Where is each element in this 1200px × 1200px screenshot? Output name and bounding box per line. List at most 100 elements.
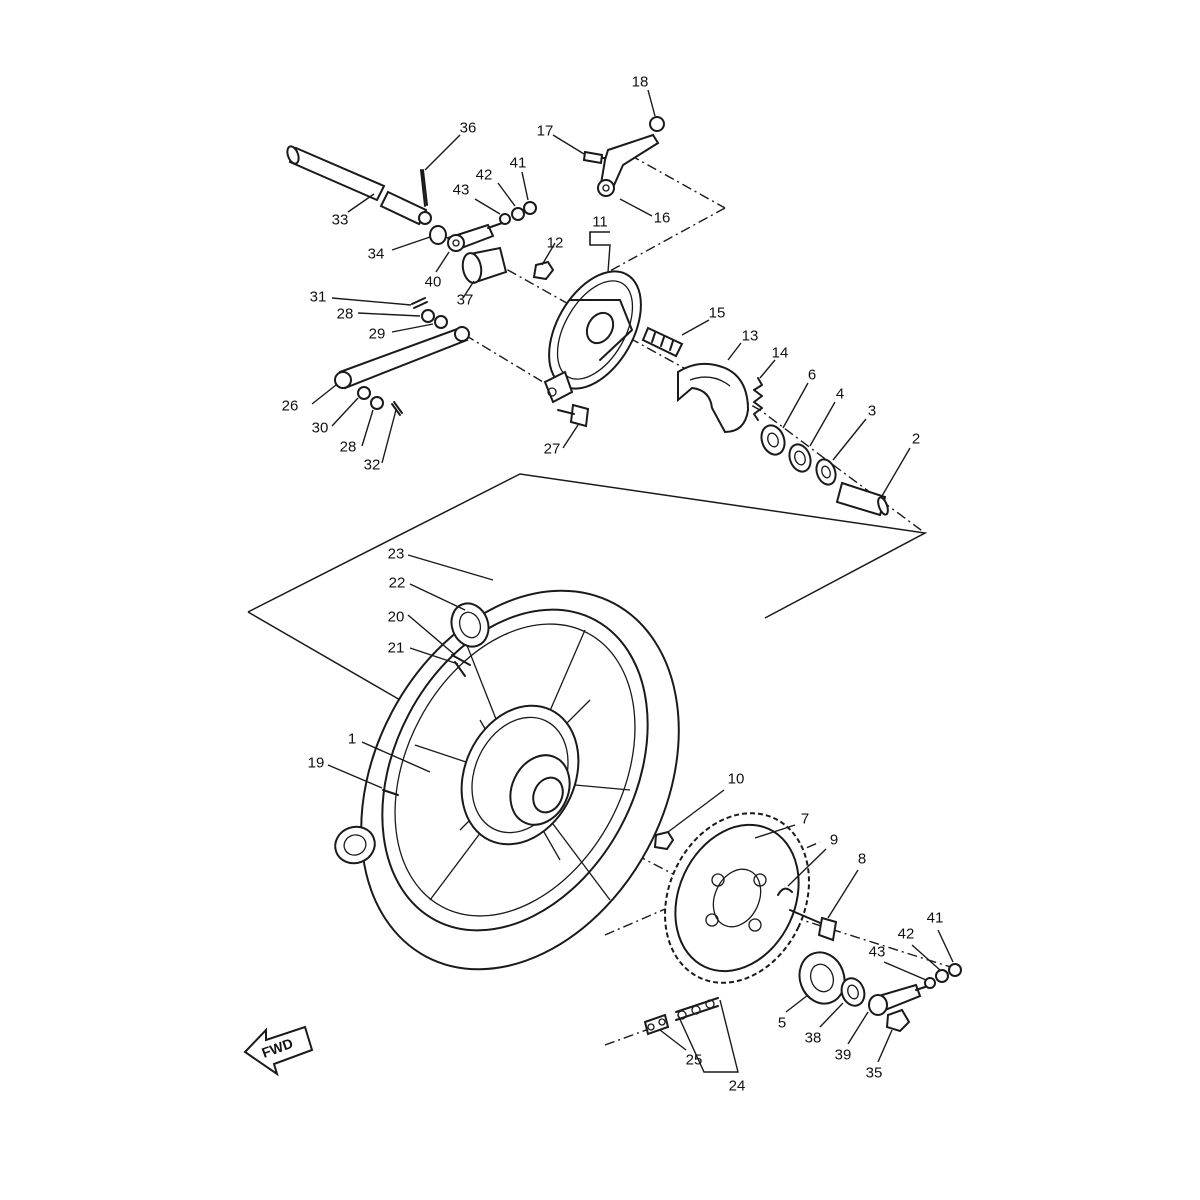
callout-4: 4 xyxy=(836,386,844,403)
callout-10: 10 xyxy=(728,771,745,788)
rim xyxy=(381,608,649,932)
brake-assembly-frame xyxy=(247,473,928,619)
brake-cam-15 xyxy=(641,326,684,358)
callout-13: 13 xyxy=(742,328,759,345)
bearing-6 xyxy=(760,424,786,456)
callout-41-lower: 41 xyxy=(927,910,944,927)
nut-28-upper xyxy=(421,309,435,323)
washer-30 xyxy=(357,386,371,400)
callout-9: 9 xyxy=(830,832,838,849)
chain-puller-40 xyxy=(446,223,495,252)
valve-21 xyxy=(454,661,466,677)
nut-10 xyxy=(653,830,675,851)
callout-26: 26 xyxy=(282,398,299,415)
nut-41 xyxy=(523,201,537,215)
spoke-nipple-19 xyxy=(382,789,399,796)
bolt-8 xyxy=(789,909,838,942)
master-link-25 xyxy=(643,1013,670,1036)
callout-34: 34 xyxy=(368,246,385,263)
nut-41b xyxy=(948,963,962,977)
bearing-4 xyxy=(788,443,812,473)
callout-36: 36 xyxy=(460,120,477,137)
cotter-pin-31 xyxy=(411,297,428,309)
sprocket-7 xyxy=(664,812,810,984)
callout-11: 11 xyxy=(592,214,608,231)
callout-2: 2 xyxy=(912,431,920,448)
rear-axle xyxy=(286,145,432,226)
callout-39: 39 xyxy=(835,1047,852,1064)
callout-27: 27 xyxy=(544,441,561,458)
callout-18: 18 xyxy=(632,74,649,91)
rim-band-20 xyxy=(451,654,471,666)
brake-shoe-13 xyxy=(677,362,750,434)
callout-43-upper: 43 xyxy=(453,182,470,199)
callout-43-lower: 43 xyxy=(869,944,886,961)
callout-17: 17 xyxy=(537,123,554,140)
torque-link-centerline xyxy=(464,334,549,386)
callout-22: 22 xyxy=(389,575,406,592)
nut-43b xyxy=(924,977,936,989)
nut-18 xyxy=(649,116,665,132)
callout-29: 29 xyxy=(369,326,386,343)
callout-33: 33 xyxy=(332,212,349,229)
callout-20: 20 xyxy=(388,609,405,626)
callout-37: 37 xyxy=(457,292,474,309)
callout-28-lower: 28 xyxy=(340,439,357,456)
callout-14: 14 xyxy=(772,345,789,362)
adjuster-35 xyxy=(885,1008,911,1033)
nut-28-lower xyxy=(370,396,384,410)
callout-40: 40 xyxy=(425,274,442,291)
callout-5: 5 xyxy=(778,1015,786,1032)
tube-section-lower xyxy=(334,825,376,865)
brake-arm-centerline xyxy=(629,154,726,209)
callout-38: 38 xyxy=(805,1030,822,1047)
washer-42 xyxy=(511,207,525,221)
chain-puller-39 xyxy=(868,983,922,1016)
fwd-arrow-icon: FWD xyxy=(243,1025,314,1077)
cotter-pin-36 xyxy=(420,169,428,207)
callout-1: 1 xyxy=(348,731,356,748)
brake-shoe-plate-11 xyxy=(543,270,642,404)
hub-1 xyxy=(460,704,580,846)
hub-clutch-5 xyxy=(798,951,846,1005)
callout-31: 31 xyxy=(310,289,327,306)
bolt-27 xyxy=(557,403,590,428)
tube-22 xyxy=(450,602,490,648)
callout-42-lower: 42 xyxy=(898,926,915,943)
spacer-2 xyxy=(835,481,889,517)
collar-38 xyxy=(840,977,866,1007)
callout-25: 25 xyxy=(686,1052,703,1069)
nut-43 xyxy=(499,213,511,225)
callout-21: 21 xyxy=(388,640,405,657)
brake-arm-return-line xyxy=(607,207,726,273)
spring-14 xyxy=(753,377,763,421)
callout-35: 35 xyxy=(866,1065,883,1082)
lock-washer-9 xyxy=(777,887,793,896)
washer-29 xyxy=(434,315,448,329)
callout-30: 30 xyxy=(312,420,329,437)
callout-28-upper: 28 xyxy=(337,306,354,323)
callout-16: 16 xyxy=(654,210,671,227)
callout-23: 23 xyxy=(388,546,405,563)
callout-15: 15 xyxy=(709,305,726,322)
callout-42-upper: 42 xyxy=(476,167,493,184)
nut-12 xyxy=(532,260,555,281)
washer-42b xyxy=(935,969,949,983)
rear-wheel xyxy=(329,567,680,971)
oil-seal-3 xyxy=(815,458,837,486)
callout-19: 19 xyxy=(308,755,325,772)
callout-7: 7 xyxy=(801,811,809,828)
callout-24: 24 xyxy=(729,1078,746,1095)
callout-8: 8 xyxy=(858,851,866,868)
callout-12: 12 xyxy=(547,235,564,252)
callout-32: 32 xyxy=(364,457,381,474)
brake-cam-lever-16 xyxy=(597,133,660,197)
tension-bar-26 xyxy=(334,326,470,390)
washer-34 xyxy=(429,225,447,245)
cotter-pin-32 xyxy=(391,401,403,416)
callout-41-upper: 41 xyxy=(510,155,527,172)
collar-37 xyxy=(461,246,508,284)
drive-chain-24 xyxy=(675,997,719,1021)
leader-lines xyxy=(311,89,954,1073)
